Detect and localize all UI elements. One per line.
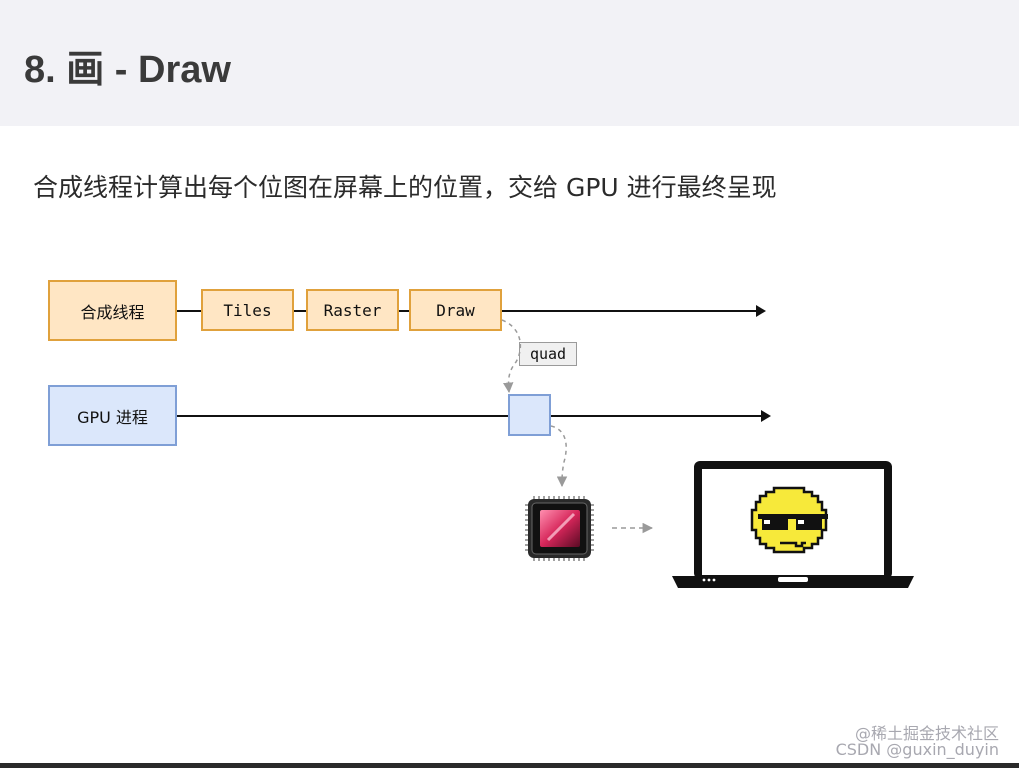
compositor-timeline-arrowhead [756, 305, 766, 317]
gpu-process-box: GPU 进程 [48, 385, 177, 446]
gpu-timeline-right [551, 415, 761, 417]
sunglasses-smiley-icon [750, 486, 828, 554]
gpu-timeline-arrowhead [761, 410, 771, 422]
slide-title: 8. 画 - Draw [24, 49, 231, 91]
watermark-line-1: @稀土掘金技术社区 [854, 724, 999, 743]
quad-dashed-arrow [501, 319, 522, 394]
watermark: @稀土掘金技术社区 CSDN @guxin_duyin [836, 726, 999, 758]
slide-subtitle: 合成线程计算出每个位图在屏幕上的位置，交给 GPU 进行最终呈现 [33, 173, 777, 202]
tiles-box: Tiles [201, 289, 294, 331]
watermark-line-2: CSDN @guxin_duyin [835, 740, 999, 759]
gpu-to-chip-dashed-arrow [550, 425, 568, 488]
draw-box: Draw [409, 289, 502, 331]
gpu-draw-task-box [508, 394, 551, 436]
slide-header: 8. 画 - Draw [0, 0, 1019, 126]
compositor-connector-3 [398, 310, 410, 312]
compositor-connector-2 [293, 310, 307, 312]
compositor-timeline [501, 310, 756, 312]
raster-box: Raster [306, 289, 399, 331]
compositor-connector-1 [176, 310, 202, 312]
gpu-timeline-left [176, 415, 509, 417]
quad-label: quad [519, 342, 577, 366]
gpu-chip-icon [525, 496, 594, 561]
compositor-thread-box: 合成线程 [48, 280, 177, 341]
bottom-bar [0, 763, 1019, 768]
